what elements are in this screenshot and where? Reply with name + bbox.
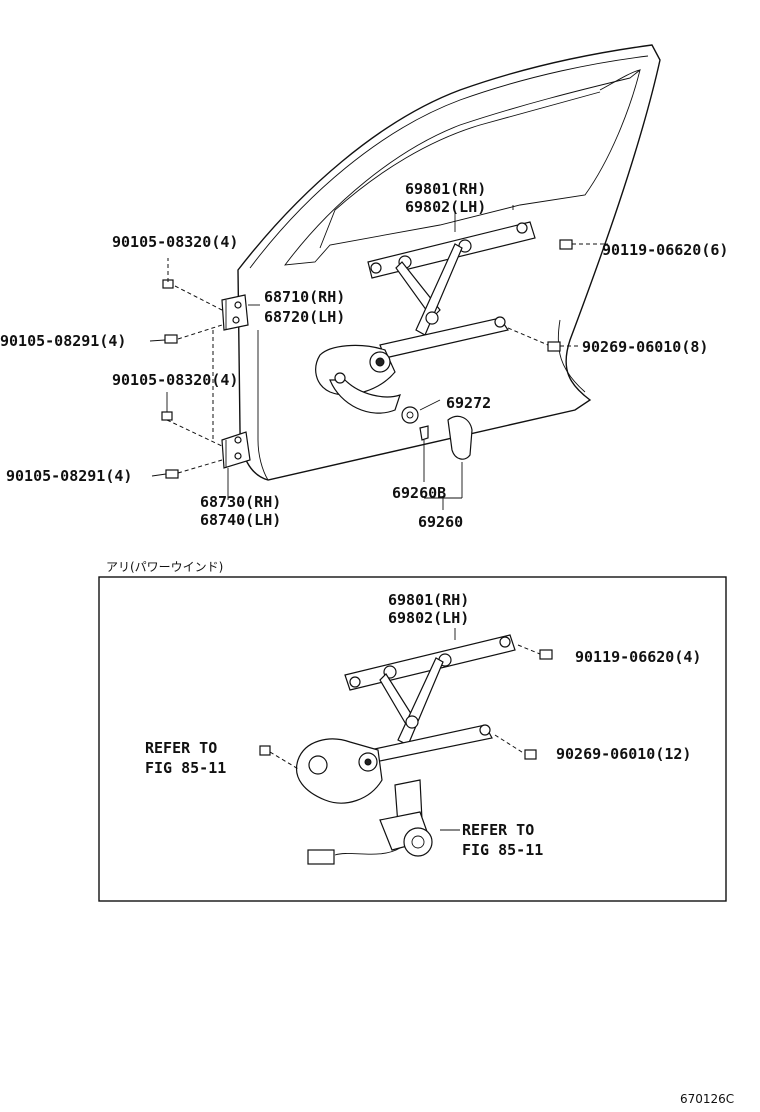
label-69272: 69272 <box>446 394 491 412</box>
inset-refer-left-1: REFER TO <box>145 739 217 757</box>
label-69260: 69260 <box>418 513 463 531</box>
leader-lines <box>149 205 608 510</box>
label-68720-lh: 68720(LH) <box>264 308 345 326</box>
label-90105-08320-mid: 90105-08320(4) <box>112 371 238 389</box>
label-90269-06010-8: 90269-06010(8) <box>582 338 708 356</box>
inset-refer-left-2: FIG 85-11 <box>145 759 226 777</box>
lower-hinge <box>221 431 251 469</box>
label-69801-rh: 69801(RH) <box>405 180 486 198</box>
inset-label-69801-rh: 69801(RH) <box>388 591 469 609</box>
inset-label-90119-06620-4: 90119-06620(4) <box>575 648 701 666</box>
window-regulator <box>315 221 536 414</box>
inset-title: アリ(パワーウインド) <box>106 560 223 574</box>
part-labels: 69801(RH) 69802(LH) 90105-08320(4) 90119… <box>0 180 728 531</box>
label-68730-rh: 68730(RH) <box>200 493 281 511</box>
inset-frame <box>98 576 727 902</box>
figure-id: 670126C <box>680 1092 734 1106</box>
label-68710-rh: 68710(RH) <box>264 288 345 306</box>
label-90105-08291-top: 90105-08291(4) <box>0 332 126 350</box>
inset-refer-right-2: FIG 85-11 <box>462 841 543 859</box>
bolts <box>161 239 573 479</box>
label-69260b: 69260B <box>392 484 446 502</box>
inset-refer-right-1: REFER TO <box>462 821 534 839</box>
inset-label-90269-06010-12: 90269-06010(12) <box>556 745 691 763</box>
door-outline <box>237 44 661 481</box>
power-window-inset: アリ(パワーウインド) 698 <box>98 560 727 902</box>
inset-label-69802-lh: 69802(LH) <box>388 609 469 627</box>
label-90105-08291-bot: 90105-08291(4) <box>6 467 132 485</box>
upper-hinge <box>221 294 249 331</box>
label-90105-08320-top: 90105-08320(4) <box>112 233 238 251</box>
label-68740-lh: 68740(LH) <box>200 511 281 529</box>
label-90119-06620-6: 90119-06620(6) <box>602 241 728 259</box>
label-69802-lh: 69802(LH) <box>405 198 486 216</box>
